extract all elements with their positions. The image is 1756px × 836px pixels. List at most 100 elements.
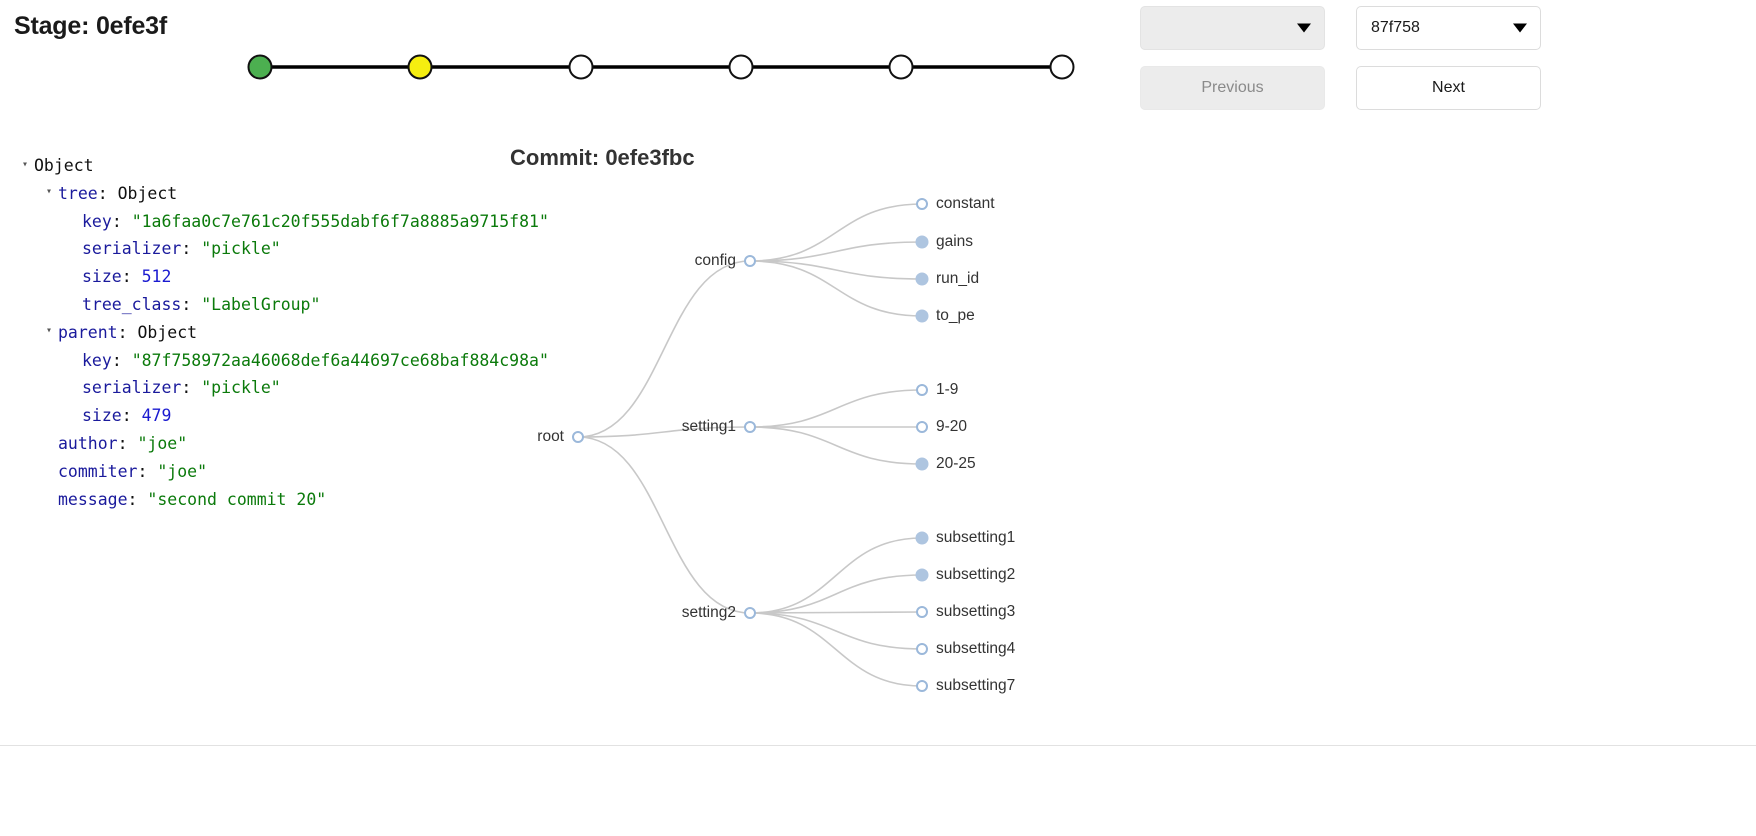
tree-node-label-setting1: setting1 — [681, 418, 736, 435]
tree-link — [749, 389, 923, 428]
page-title: Stage: 0efe3f — [14, 12, 167, 41]
tree-node-subsetting2[interactable] — [915, 568, 929, 582]
tree-node-label-r20_25: 20-25 — [936, 455, 976, 472]
next-button[interactable]: Next — [1356, 66, 1541, 110]
tree-node-label-subsetting4: subsetting4 — [936, 640, 1016, 657]
tree-node-label-subsetting3: subsetting3 — [936, 603, 1016, 620]
commit-timeline[interactable] — [238, 44, 1098, 90]
tree-node-label-subsetting1: subsetting1 — [936, 529, 1016, 546]
disclosure-triangle-icon[interactable]: ▾ — [22, 158, 29, 170]
json-row: size: 512 — [22, 263, 549, 291]
json-value: "87f758972aa46068def6a44697ce68baf884c98… — [131, 350, 549, 370]
tree-node-label-r9_20: 9-20 — [936, 418, 968, 435]
json-value: "LabelGroup" — [201, 294, 321, 314]
tree-node-label-setting2: setting2 — [681, 604, 736, 621]
tree-link — [577, 260, 751, 438]
json-separator: : — [181, 294, 202, 314]
timeline-svg — [247, 54, 1075, 80]
tree-link — [749, 574, 923, 614]
tree-node-subsetting4[interactable] — [916, 643, 928, 655]
json-value: "second commit 20" — [147, 489, 327, 509]
tree-node-root[interactable] — [572, 431, 584, 443]
commit-title: Commit: 0efe3fbc — [510, 145, 695, 171]
tree-node-subsetting7[interactable] — [916, 680, 928, 692]
tree-node-setting1[interactable] — [744, 421, 756, 433]
tree-node-constant[interactable] — [916, 198, 928, 210]
commit-title-text: Commit: 0efe3fbc — [510, 145, 695, 170]
tree-node-gains[interactable] — [915, 235, 929, 249]
tree-link — [749, 611, 923, 614]
chevron-down-icon — [1297, 23, 1311, 33]
tree-nodes[interactable] — [572, 198, 929, 692]
tree-node-run_id[interactable] — [915, 272, 929, 286]
json-value: "pickle" — [201, 239, 281, 259]
tree-node-subsetting3[interactable] — [916, 606, 928, 618]
json-row: author: "joe" — [22, 430, 549, 458]
branch-select[interactable] — [1140, 6, 1325, 50]
json-separator: : — [137, 461, 158, 481]
tree-link — [749, 612, 923, 687]
json-separator: : — [121, 267, 142, 287]
json-value: 512 — [141, 267, 172, 287]
json-key: size — [82, 267, 122, 287]
json-value: "1a6faa0c7e761c20f555dabf6f7a8885a9715f8… — [131, 211, 549, 231]
tree-node-label-subsetting7: subsetting7 — [936, 677, 1016, 694]
json-value: "pickle" — [201, 378, 281, 398]
tree-link — [749, 612, 923, 650]
json-row[interactable]: ▾parent: Object — [22, 319, 549, 347]
timeline-node-n6[interactable] — [1049, 54, 1075, 80]
tree-node-to_pe[interactable] — [915, 309, 929, 323]
json-separator: : — [181, 239, 202, 259]
tree-node-r9_20[interactable] — [916, 421, 928, 433]
timeline-node-n5[interactable] — [888, 54, 914, 80]
disclosure-triangle-icon[interactable]: ▾ — [46, 325, 53, 337]
control-column-left: Previous — [1140, 6, 1325, 110]
tree-node-setting2[interactable] — [744, 607, 756, 619]
tree-link — [749, 426, 923, 465]
json-row: key: "87f758972aa46068def6a44697ce68baf8… — [22, 347, 549, 375]
tree-node-label-run_id: run_id — [936, 270, 980, 287]
json-value: Object — [34, 156, 94, 175]
tree-link — [577, 436, 751, 614]
stage-title-text: Stage: 0efe3f — [14, 12, 168, 40]
timeline-node-n4[interactable] — [728, 54, 754, 80]
commit-select[interactable]: 87f758 — [1356, 6, 1541, 50]
json-row: key: "1a6faa0c7e761c20f555dabf6f7a8885a9… — [22, 208, 549, 236]
tree-node-label-subsetting2: subsetting2 — [936, 566, 1016, 583]
json-row[interactable]: ▾tree: Object — [22, 180, 549, 208]
timeline-node-n2[interactable] — [407, 54, 433, 80]
json-key: serializer — [82, 239, 182, 259]
json-key: key — [82, 350, 112, 370]
tree-node-r1_9[interactable] — [916, 384, 928, 396]
tree-link — [749, 260, 923, 317]
tree-node-label-r1_9: 1-9 — [936, 381, 959, 398]
json-separator: : — [127, 489, 148, 509]
tree-links — [577, 203, 923, 687]
json-value: 479 — [141, 406, 172, 426]
disclosure-triangle-icon[interactable]: ▾ — [46, 186, 53, 198]
tree-link — [577, 426, 751, 438]
previous-button[interactable]: Previous — [1140, 66, 1325, 110]
tree-link — [749, 203, 923, 262]
json-row[interactable]: ▾ Object — [22, 152, 549, 180]
json-key: message — [58, 489, 128, 509]
json-key: serializer — [82, 378, 182, 398]
tree-node-subsetting1[interactable] — [915, 531, 929, 545]
json-value: Object — [117, 183, 178, 203]
tree-node-label-gains: gains — [936, 233, 974, 250]
next-button-label: Next — [1432, 79, 1465, 96]
json-key: key — [82, 211, 112, 231]
json-row: size: 479 — [22, 402, 549, 430]
tree-node-config[interactable] — [744, 255, 756, 267]
tree-link — [749, 537, 923, 614]
timeline-node-n1[interactable] — [247, 54, 273, 80]
timeline-nodes[interactable] — [247, 54, 1075, 80]
tree-node-r20_25[interactable] — [915, 457, 929, 471]
tree-node-label-root: root — [537, 428, 564, 445]
json-separator: : — [117, 322, 138, 342]
tree-node-label-to_pe: to_pe — [936, 307, 975, 324]
timeline-node-n3[interactable] — [568, 54, 594, 80]
json-separator: : — [111, 350, 132, 370]
